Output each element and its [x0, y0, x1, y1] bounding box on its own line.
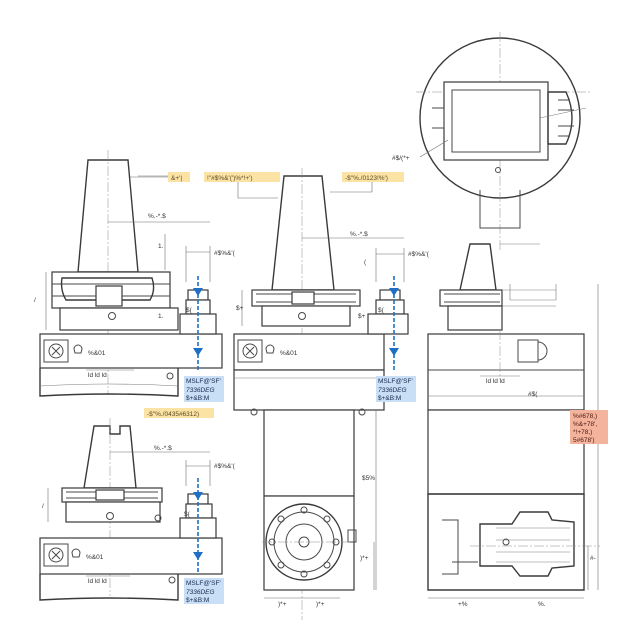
info-tag-3: MSLF@'SF' 7336DEG $+&B:M: [184, 578, 224, 604]
dim-top-1: %.-*.$: [148, 213, 166, 220]
width-a-label: )*+: [278, 601, 287, 608]
view-bottom-left: %&01 ld ld ld %.-*.$ #$%&'( $( /: [39, 418, 236, 601]
dim-s-plus-2: $+: [358, 313, 366, 320]
dim-side-3: #$%&'(: [214, 463, 236, 470]
width-c-label: +%: [458, 601, 468, 608]
scale-label-4: ld ld ld: [486, 378, 505, 385]
dim-top-2: %.-*.$: [350, 231, 368, 238]
dim-3-label: $+: [236, 305, 244, 312]
info-tag-3-line-2: 7336DEG: [186, 589, 215, 596]
callout-top-right-text: -$"%./0123!%'): [345, 175, 388, 182]
width-d-label: %.: [538, 601, 546, 608]
callout-top-middle: !"#$%&'(')%*!+'): [204, 172, 280, 199]
orange-line-2: %&+78',: [573, 421, 597, 428]
callout-top-middle-text: !"#$%&'(')%*!+'): [207, 175, 253, 182]
side-label: #$/(*+: [392, 155, 410, 162]
callout-bottom-left-text: -$"%./0435#6312): [147, 411, 199, 418]
dim-slash-label-3: /: [42, 503, 44, 510]
info-tag-1: MSLF@'SF' 7336DEG $+&B:M: [184, 376, 224, 402]
info-tag-2-line-3: $+&B:M: [378, 395, 401, 402]
info-tag-2-line-2: 7336DEG: [378, 387, 407, 394]
dim-2-label: $(: [186, 307, 193, 314]
paren-plus-label: )*+: [360, 555, 369, 562]
width-b-label: )*+: [316, 601, 325, 608]
scale-label-1: ld ld ld: [88, 372, 107, 379]
info-tag-1-line-2: 7336DEG: [186, 387, 215, 394]
info-tag-1-line-3: $+&B:M: [186, 395, 209, 402]
dim-1-label: 1.: [158, 243, 164, 250]
side-hash-label: #-: [590, 555, 596, 562]
brand-label-2: %&01: [280, 350, 298, 357]
info-tag-1-line-1: MSLF@'SF': [186, 378, 221, 385]
info-tag-3-line-1: MSLF@'SF': [186, 580, 221, 587]
dim-top-3: %.-*.$: [154, 445, 172, 452]
callout-right-orange: %#678,) %&+78', *!+78,) 5#678'): [570, 410, 608, 444]
callout-bottom-left: -$"%./0435#6312): [144, 408, 214, 418]
orange-line-1: %#678,): [573, 413, 597, 420]
scale-label-3: ld ld ld: [88, 578, 107, 585]
height-label: $5%: [362, 475, 375, 482]
info-tag-3-line-3: $+&B:M: [186, 597, 209, 604]
callout-top-left-text: &+'|: [171, 175, 182, 182]
info-tag-2-line-1: MSLF@'SF': [378, 378, 413, 385]
dim-slash-label: /: [34, 297, 36, 304]
dim-side-1: #$%&'(: [214, 250, 236, 257]
view-top-middle: %&01 ld ld ld: [233, 168, 430, 620]
info-tag-2: MSLF@'SF' 7336DEG $+&B:M: [376, 376, 416, 402]
view-right: #$/(*+ ld ld ld +% %. #-: [392, 32, 600, 608]
callout-top-left: &+'|: [130, 172, 190, 182]
dim-2-label-b: $(: [378, 307, 385, 314]
dim-1-label-b: 1.: [158, 313, 164, 320]
callout-top-right: -$"%./0123!%'): [330, 172, 404, 193]
orange-line-4: 5#678'): [573, 437, 594, 444]
brand-label-3: %&01: [86, 554, 104, 561]
dim-bracket-2: (: [364, 259, 367, 266]
brand-label: %&01: [88, 350, 106, 357]
view-top-left: %&01 ld ld ld %.-*.$ #$%&'( 1. 1. $( /: [34, 150, 236, 397]
dim-2-label-c: $(: [184, 511, 191, 518]
dim-side-2: #$%&'(: [408, 251, 430, 258]
orange-line-3: *!+78,): [573, 429, 592, 436]
center-label: #$(: [528, 391, 538, 398]
